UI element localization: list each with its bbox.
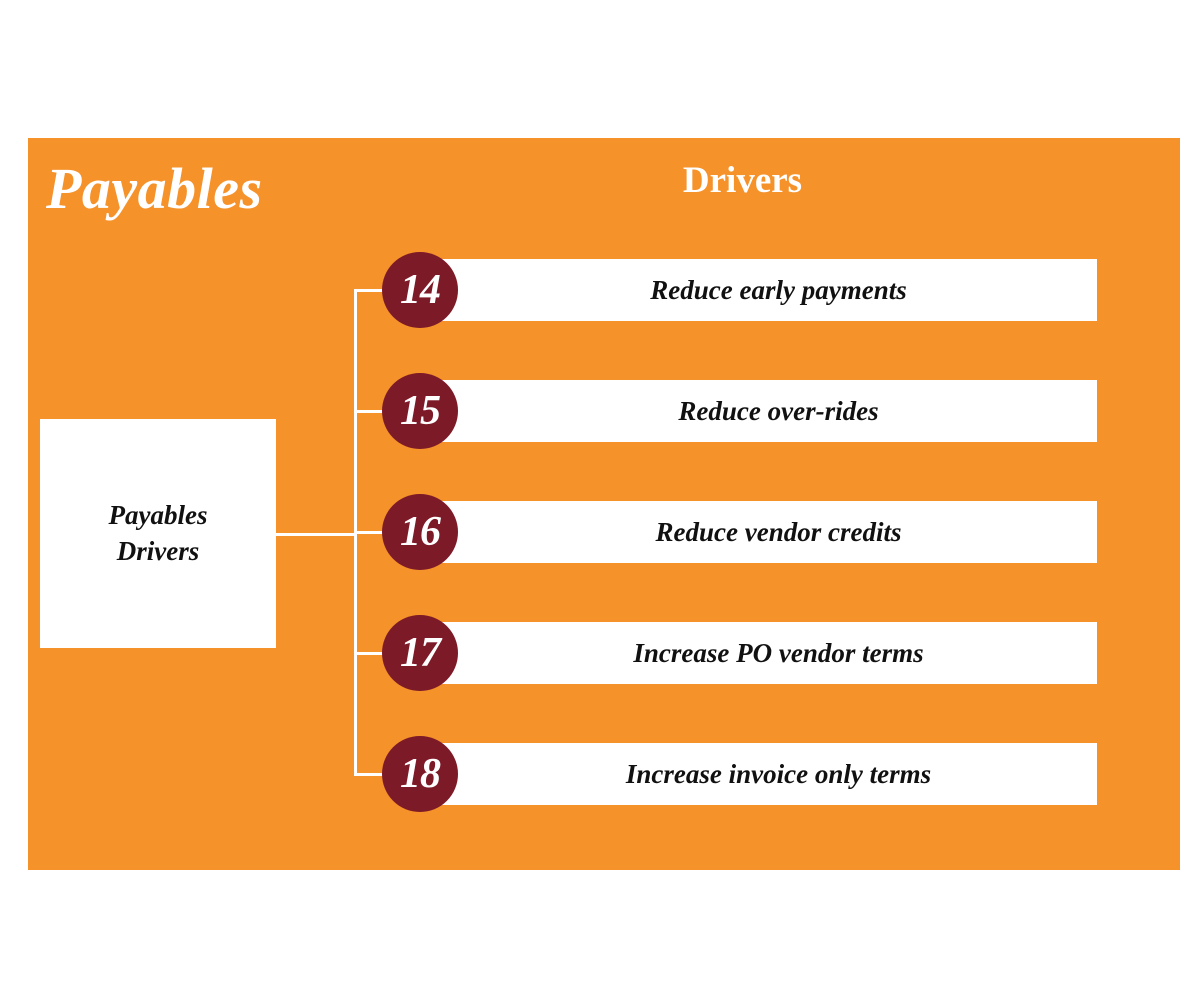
driver-row[interactable]: Increase invoice only terms 18 <box>382 736 1097 812</box>
driver-row-bar <box>420 259 1097 321</box>
driver-row-bar <box>420 380 1097 442</box>
driver-row[interactable]: Reduce early payments 14 <box>382 252 1097 328</box>
driver-label: Reduce over-rides <box>678 395 879 426</box>
driver-label: Reduce early payments <box>650 274 907 305</box>
root-node-payables-drivers[interactable]: Payables Drivers <box>40 419 276 648</box>
section-title: Payables <box>46 156 263 221</box>
driver-row[interactable]: Reduce over-rides 15 <box>382 373 1097 449</box>
driver-label: Increase invoice only terms <box>625 758 932 789</box>
driver-label: Increase PO vendor terms <box>633 637 924 668</box>
column-header-drivers: Drivers <box>682 160 803 201</box>
connector-branch-16 <box>354 531 402 534</box>
driver-row-bar <box>420 501 1097 563</box>
driver-row-bar <box>420 622 1097 684</box>
connector-branch-17 <box>354 652 402 655</box>
connector-branch-18 <box>354 773 402 776</box>
driver-number-badge: 14 <box>382 252 458 328</box>
driver-label: Reduce vendor credits <box>655 516 902 547</box>
driver-number-badge: 15 <box>382 373 458 449</box>
connector-branch-14 <box>354 289 402 292</box>
connector-root-stem <box>276 533 356 536</box>
connector-branch-15 <box>354 410 402 413</box>
root-node-label: Payables Drivers <box>108 499 208 566</box>
driver-row[interactable]: Reduce vendor credits 16 <box>382 494 1097 570</box>
driver-row-bar <box>420 743 1097 805</box>
driver-number-badge: 17 <box>382 615 458 691</box>
driver-number-badge: 18 <box>382 736 458 812</box>
driver-number-badge: 16 <box>382 494 458 570</box>
driver-row[interactable]: Increase PO vendor terms 17 <box>382 615 1097 691</box>
